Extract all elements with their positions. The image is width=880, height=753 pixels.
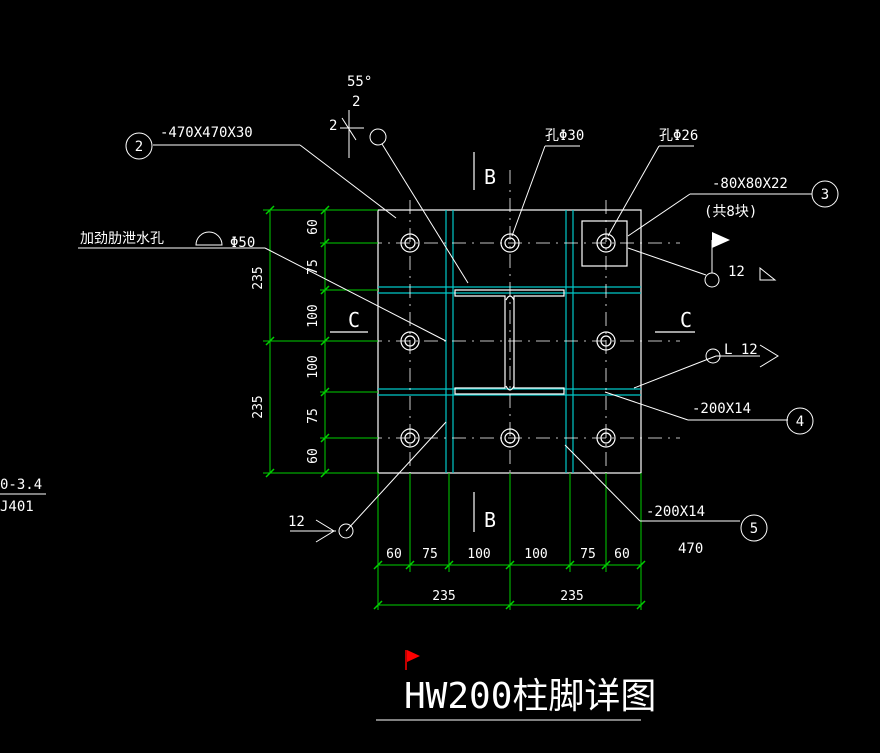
callout-5 — [740, 514, 768, 542]
drawing-title-block: HW200柱脚详图 — [376, 650, 656, 721]
dim-bottom-inner-6: 60 — [614, 547, 630, 562]
callout-numbers: 2 3 4 5 — [135, 139, 829, 537]
vent-dia-label: Φ50 — [230, 235, 255, 251]
overall-470: 470 — [678, 541, 703, 557]
washer-plate — [581, 220, 628, 267]
angle-55: 55° — [347, 74, 372, 90]
section-b-bottom: B — [484, 508, 496, 532]
dim-left-inner-3: 100 — [306, 304, 321, 327]
weld-12-top: 12 — [728, 264, 745, 280]
vent-hole-label: 加劲肋泄水孔 — [80, 231, 164, 247]
drawing-title: HW200柱脚详图 — [404, 676, 656, 717]
red-flag-icon — [407, 650, 420, 662]
rib5-spec: -200X14 — [646, 504, 705, 520]
dim-left-outer-top: 235 — [251, 266, 266, 289]
leader-lines — [78, 110, 812, 539]
callout-2-text: 2 — [135, 139, 143, 155]
side-ref-1: 0-3.4 — [0, 477, 42, 493]
dim-bottom-inner-5: 75 — [580, 547, 596, 562]
callout-3-text: 3 — [821, 187, 829, 203]
h-column-section — [454, 289, 565, 395]
weld-12-bottom: 12 — [288, 514, 305, 530]
side-ref-2: J401 — [0, 499, 34, 515]
hole30-label: 孔Φ30 — [545, 128, 584, 144]
rib4-spec: -200X14 — [692, 401, 751, 417]
dim-bottom-outer-1: 235 — [432, 589, 455, 604]
section-b-top: B — [484, 165, 496, 189]
dim-bottom-outer-2: 235 — [560, 589, 583, 604]
weld-arrow-icon — [759, 344, 779, 368]
dim-left-outer-bottom: 235 — [251, 395, 266, 418]
washer-qty: (共8块) — [704, 204, 757, 220]
stiffener-ribs — [378, 210, 641, 473]
dim-left-inner-4: 100 — [306, 355, 321, 378]
plate-spec: -470X470X30 — [160, 125, 253, 141]
callout-4-text: 4 — [796, 414, 804, 430]
dim-bottom-inner-1: 60 — [386, 547, 402, 562]
callout-2 — [125, 132, 153, 160]
dim-bottom-inner-2: 75 — [422, 547, 438, 562]
field-weld-flag-icon — [712, 232, 730, 248]
hole26-label: 孔Φ26 — [659, 128, 698, 144]
callout-3 — [811, 180, 839, 208]
dim-left-inner-5: 75 — [306, 408, 321, 424]
dim-left-inner-1: 60 — [306, 219, 321, 235]
dimension-texts: 235 235 60 75 100 100 75 60 60 75 100 10… — [251, 219, 630, 604]
section-labels: B B C C — [348, 165, 692, 532]
annotations: -470X470X30 55° 2 2 孔Φ30 孔Φ26 -80X80X22 … — [0, 74, 788, 557]
callout-circles — [125, 132, 839, 542]
dim-left-inner-6: 60 — [306, 448, 321, 464]
center-lines — [340, 170, 680, 510]
dim-bottom-inner-4: 100 — [524, 547, 547, 562]
section-markers — [330, 152, 695, 532]
dimension-ticks — [265, 205, 646, 610]
washer-spec: -80X80X22 — [712, 176, 788, 192]
callout-5-text: 5 — [750, 521, 758, 537]
bevel-left: 2 — [329, 118, 337, 134]
weld-L12: L 12 — [724, 342, 758, 358]
section-c-left: C — [348, 308, 360, 332]
bevel-top: 2 — [352, 94, 360, 110]
anchor-holes — [400, 220, 628, 448]
weld-symbols — [315, 266, 779, 543]
callout-4 — [786, 407, 814, 435]
weld-triangle-icon — [759, 266, 777, 281]
dim-bottom-inner-3: 100 — [467, 547, 490, 562]
weld-flag-icon — [315, 519, 335, 543]
section-c-right: C — [680, 308, 692, 332]
